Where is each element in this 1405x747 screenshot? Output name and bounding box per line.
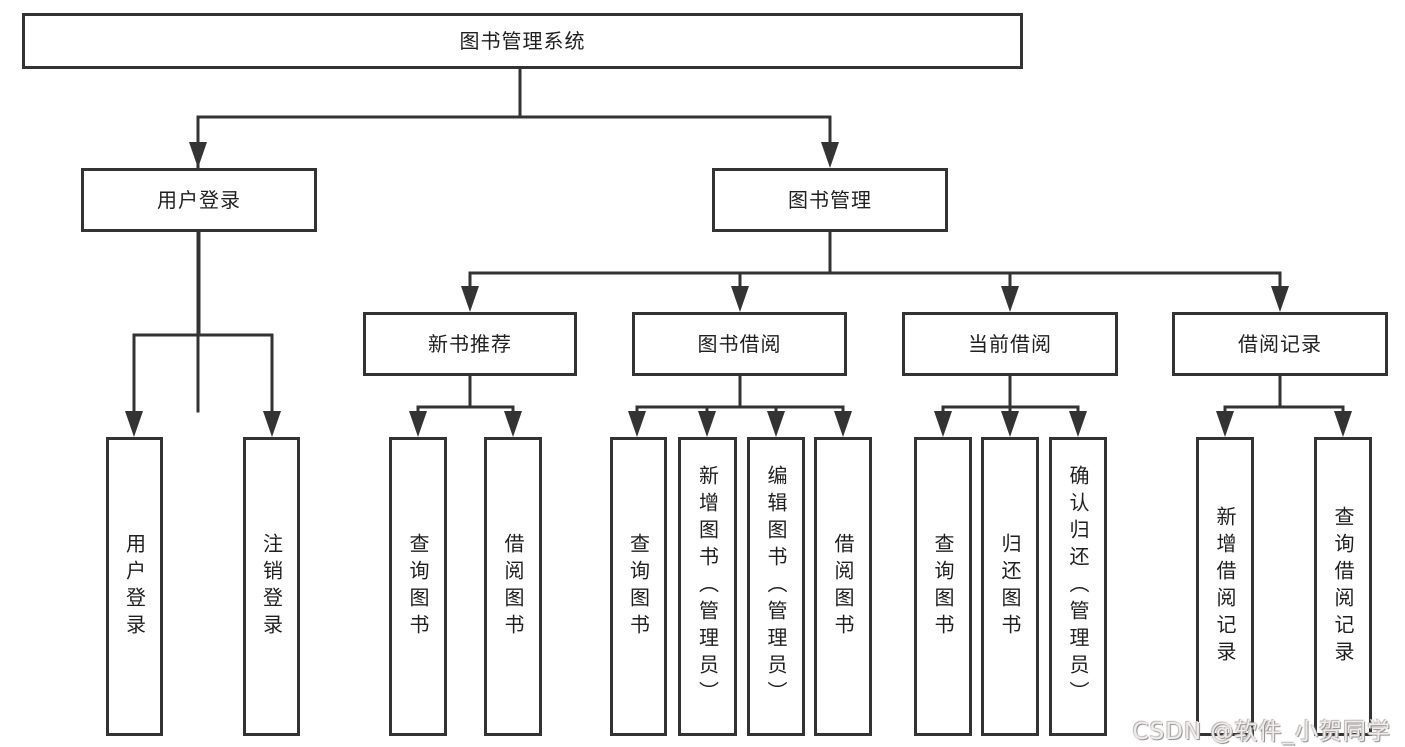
user-login-subtree-lines — [132, 230, 274, 415]
leaf-query-books-borrow: 查询图书 — [610, 437, 667, 736]
record-subtree-lines — [1223, 374, 1345, 415]
leaf-borrow-books-recommend: 借阅图书 — [484, 437, 542, 736]
leaf-add-borrow-record: 新增借阅记录 — [1196, 437, 1254, 736]
book-mgmt-subtree-lines — [468, 230, 1282, 290]
leaf-query-books-current: 查询图书 — [914, 437, 972, 736]
node-book-management: 图书管理 — [712, 168, 948, 232]
arrowheads — [125, 142, 1352, 437]
node-user-login: 用户登录 — [81, 168, 317, 232]
leaf-query-books-recommend: 查询图书 — [389, 437, 447, 736]
borrow-subtree-lines — [635, 374, 845, 415]
leaf-query-borrow-record: 查询借阅记录 — [1314, 437, 1372, 736]
leaf-borrow-books: 借阅图书 — [814, 437, 872, 736]
leaf-logout: 注销登录 — [243, 437, 300, 736]
node-book-borrow: 图书借阅 — [632, 312, 847, 376]
node-new-book-recommend: 新书推荐 — [363, 312, 577, 376]
root-to-level2-lines — [196, 67, 832, 413]
node-system-root: 图书管理系统 — [22, 13, 1023, 69]
csdn-watermark: CSDN @软件_小贺同学 — [1132, 719, 1391, 745]
node-borrow-records: 借阅记录 — [1172, 312, 1388, 376]
node-current-borrow: 当前借阅 — [902, 312, 1118, 376]
leaf-user-login: 用户登录 — [106, 437, 163, 736]
new-book-subtree-lines — [416, 374, 515, 415]
leaf-confirm-return-admin: 确认归还（管理员） — [1049, 437, 1107, 736]
leaf-add-book-admin: 新增图书（管理员） — [678, 437, 737, 736]
current-subtree-lines — [941, 374, 1080, 415]
leaf-edit-book-admin: 编辑图书（管理员） — [747, 437, 805, 736]
leaf-return-books: 归还图书 — [981, 437, 1039, 736]
